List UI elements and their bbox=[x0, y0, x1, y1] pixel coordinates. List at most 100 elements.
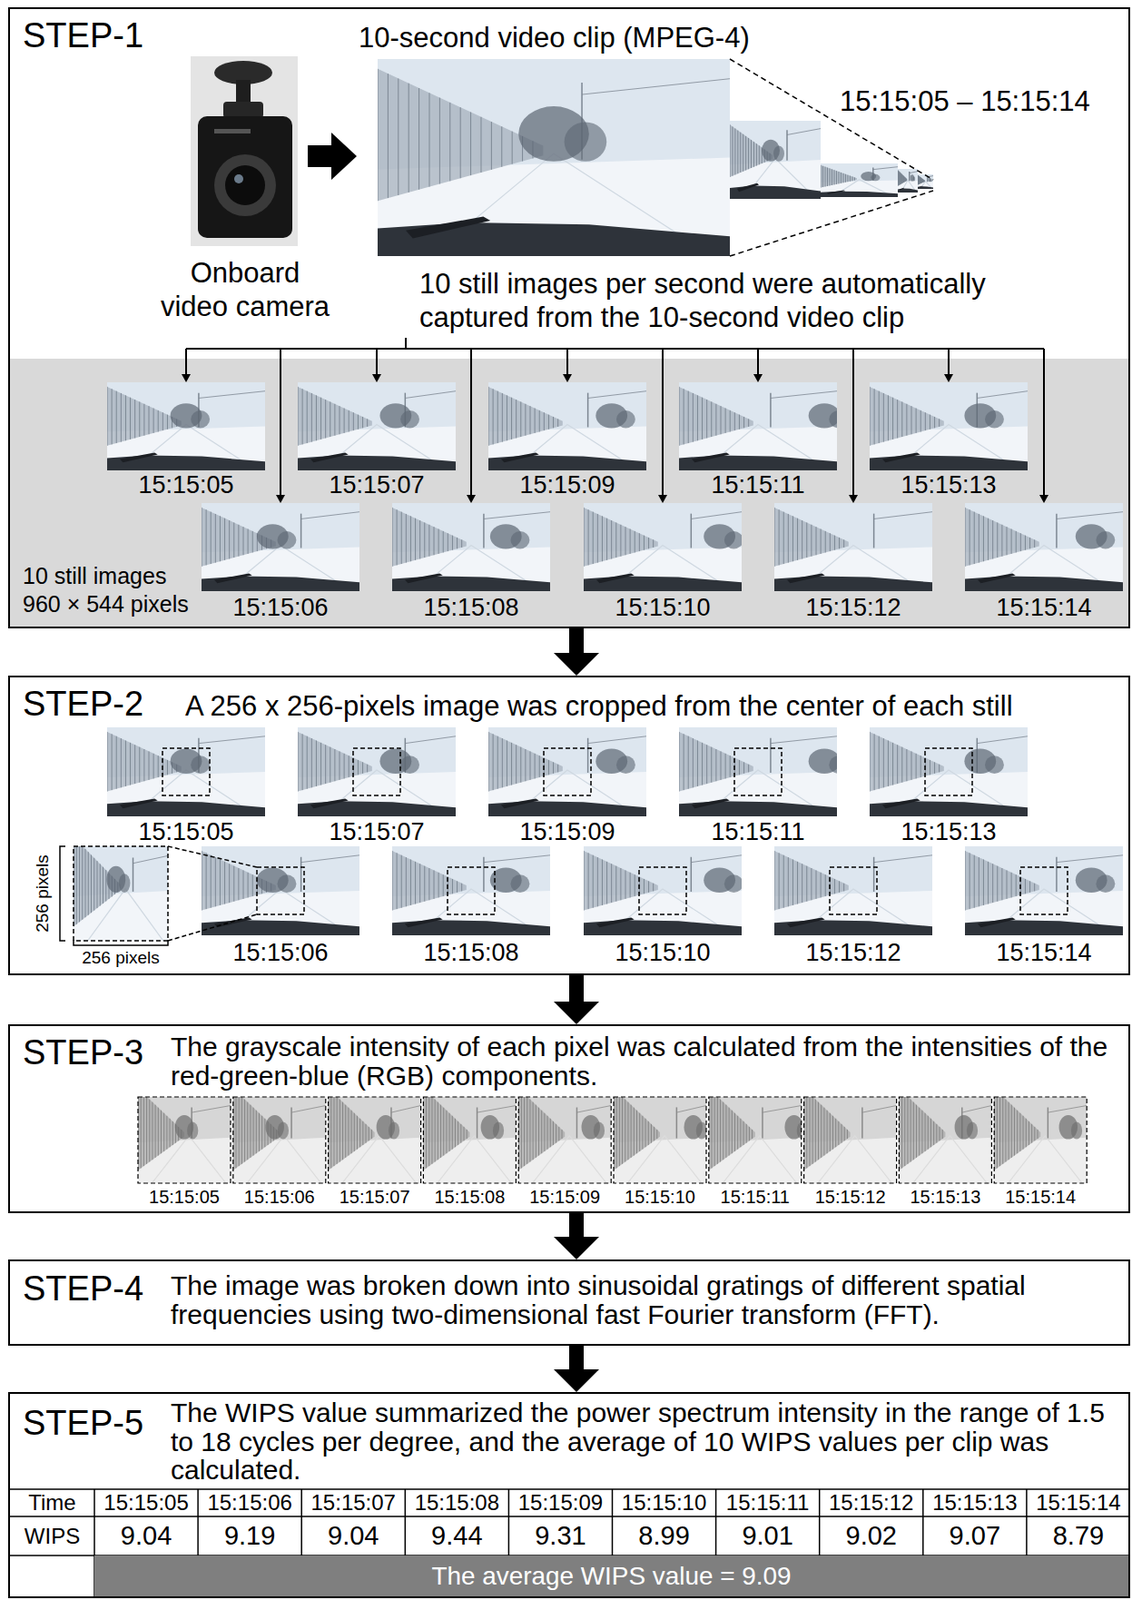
snow-scene bbox=[447, 532, 449, 552]
table-grid bbox=[8, 1488, 1131, 1596]
snow-scene bbox=[787, 916, 826, 927]
snow-scene bbox=[806, 1096, 808, 1168]
snow-scene bbox=[311, 738, 313, 788]
snow-scene bbox=[616, 755, 636, 774]
snow-scene bbox=[547, 1115, 549, 1150]
table-grid bbox=[508, 1488, 511, 1556]
snow-scene bbox=[423, 521, 425, 558]
snow-scene bbox=[743, 416, 745, 428]
snow-scene bbox=[905, 177, 907, 181]
snow-scene bbox=[116, 736, 118, 789]
snow-scene bbox=[911, 750, 913, 779]
snow-scene bbox=[252, 874, 254, 896]
snow-scene bbox=[683, 733, 685, 790]
tile-outline bbox=[613, 1096, 707, 1183]
snow-scene bbox=[539, 410, 541, 433]
snow-scene bbox=[636, 1110, 638, 1154]
snow-scene bbox=[134, 744, 136, 784]
snow-scene bbox=[902, 175, 904, 183]
snow-scene bbox=[102, 866, 104, 904]
snow-scene bbox=[247, 872, 249, 898]
snow-scene bbox=[463, 1126, 465, 1141]
snow-scene bbox=[456, 880, 458, 892]
snow-scene bbox=[828, 410, 837, 428]
average-bar: The average WIPS value = 9.09 bbox=[94, 1555, 1129, 1596]
snow-scene bbox=[423, 866, 425, 902]
snow-scene bbox=[297, 731, 373, 792]
snow-scene bbox=[801, 520, 803, 559]
tile-outline bbox=[898, 1096, 992, 1183]
snow-scene bbox=[964, 850, 1040, 911]
snow-scene bbox=[1037, 1129, 1039, 1139]
snow-scene bbox=[996, 1096, 998, 1168]
snow-scene bbox=[923, 179, 925, 183]
snow-scene bbox=[593, 1122, 605, 1140]
snow-scene bbox=[905, 178, 907, 181]
snow-scene bbox=[810, 524, 812, 557]
snow-scene bbox=[787, 128, 821, 136]
snow-scene bbox=[900, 172, 902, 184]
snow-scene bbox=[452, 1115, 453, 1150]
snow-scene bbox=[774, 850, 776, 911]
camera-photo bbox=[214, 154, 276, 217]
snow-scene bbox=[324, 744, 326, 784]
snow-scene bbox=[833, 169, 835, 185]
table-cell: 9.07 bbox=[923, 1515, 1027, 1556]
snow-scene bbox=[688, 736, 690, 789]
table-cell: 15:15:07 bbox=[301, 1488, 405, 1516]
snow-scene bbox=[974, 511, 975, 564]
step-panel: STEP-4The image was broken down into sin… bbox=[8, 1259, 1131, 1346]
snow-scene bbox=[291, 1105, 326, 1113]
snow-scene bbox=[404, 736, 456, 744]
capture-arrows bbox=[375, 348, 378, 375]
snow-scene bbox=[311, 393, 313, 443]
snow-scene bbox=[107, 731, 109, 792]
snow-scene bbox=[762, 1105, 802, 1113]
snow-scene bbox=[883, 393, 885, 443]
snow-scene bbox=[701, 742, 703, 786]
snow-scene bbox=[610, 520, 612, 559]
snow-scene bbox=[400, 410, 420, 428]
snow-scene bbox=[737, 183, 759, 193]
snow-scene bbox=[987, 861, 989, 905]
snow-scene bbox=[783, 511, 785, 564]
capture-arrows bbox=[1043, 348, 1045, 495]
snow-scene bbox=[557, 764, 559, 773]
timestamp: 15:15:12 bbox=[774, 937, 933, 967]
step-panel: STEP-3The grayscale intensity of each pi… bbox=[8, 1023, 1131, 1213]
snow-scene bbox=[419, 520, 421, 559]
snow-scene bbox=[804, 1096, 851, 1171]
snow-scene bbox=[938, 418, 940, 427]
snow-scene bbox=[996, 521, 998, 558]
snow-scene bbox=[596, 916, 635, 927]
table-cell: 15:15:08 bbox=[404, 1488, 509, 1516]
timestamp: 15:15:08 bbox=[423, 1184, 516, 1209]
snow-scene bbox=[966, 1122, 978, 1140]
snow-scene bbox=[310, 452, 349, 463]
snow-scene bbox=[328, 1096, 422, 1183]
snow-scene bbox=[710, 1096, 712, 1168]
snow-scene bbox=[917, 186, 934, 189]
snow-scene bbox=[405, 513, 407, 563]
snow-scene bbox=[1015, 531, 1017, 553]
table-grid bbox=[300, 1488, 303, 1556]
snow-scene bbox=[483, 511, 551, 520]
snow-scene bbox=[994, 1096, 1041, 1171]
snow-scene bbox=[73, 846, 168, 941]
camera-photo bbox=[197, 116, 293, 238]
snow-scene bbox=[902, 174, 904, 183]
snow-scene bbox=[583, 846, 742, 936]
snow-scene bbox=[787, 573, 826, 584]
snow-scene bbox=[460, 1123, 462, 1143]
camera-label: Onboard video camera bbox=[156, 255, 335, 324]
snow-scene bbox=[831, 168, 833, 186]
snow-scene bbox=[933, 1121, 935, 1145]
snow-scene bbox=[297, 727, 456, 817]
snow-scene bbox=[76, 846, 78, 925]
snow-scene bbox=[244, 1099, 246, 1162]
snow-scene bbox=[1002, 1096, 1004, 1164]
snow-scene bbox=[934, 761, 936, 773]
crop-outline bbox=[73, 846, 168, 941]
step-description: The image was broken down into sinusoida… bbox=[170, 1270, 1120, 1329]
snow-scene bbox=[977, 573, 1016, 584]
